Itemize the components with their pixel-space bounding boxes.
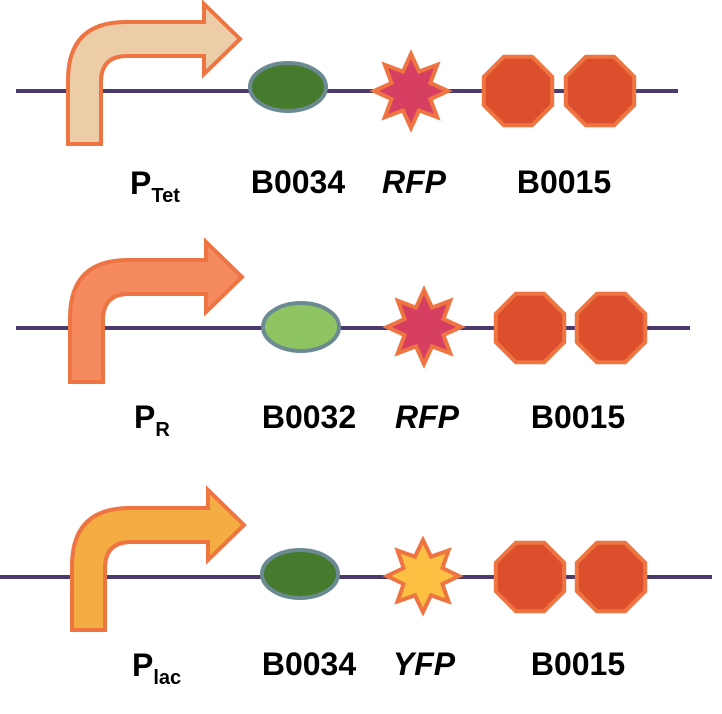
terminator-label: B0015 xyxy=(531,399,625,435)
construct-3: Plac B0034 YFP B0015 xyxy=(0,485,712,689)
gene-star xyxy=(382,535,464,617)
terminator-octagon-1 xyxy=(481,54,555,128)
rbs-ellipse xyxy=(260,548,340,600)
promoter-arrow xyxy=(70,485,247,632)
gene-label: YFP xyxy=(393,646,456,682)
terminator-octagon-2 xyxy=(574,291,648,365)
terminator-label: B0015 xyxy=(531,646,625,682)
promoter-label: PR xyxy=(134,399,170,441)
terminator-octagon-2 xyxy=(574,540,648,614)
construct-2: PR B0032 RFP B0015 xyxy=(16,237,690,441)
terminator-octagon-1 xyxy=(493,291,567,365)
rbs-label: B0032 xyxy=(262,399,356,435)
terminator-label: B0015 xyxy=(517,164,611,200)
terminator-octagon-1 xyxy=(493,540,567,614)
rbs-label: B0034 xyxy=(262,646,357,682)
gene-label: RFP xyxy=(382,164,447,200)
gene-label: RFP xyxy=(395,399,460,435)
promoter-label: PTet xyxy=(130,165,180,207)
gene-star xyxy=(369,49,453,133)
terminator-octagon-2 xyxy=(563,54,637,128)
promoter-arrow xyxy=(68,237,245,384)
gene-star xyxy=(382,285,466,369)
promoter-label: Plac xyxy=(132,647,181,689)
construct-1: PTet B0034 RFP B0015 xyxy=(16,0,678,207)
rbs-label: B0034 xyxy=(251,164,346,200)
promoter-arrow xyxy=(66,0,243,146)
rbs-ellipse xyxy=(261,301,341,353)
rbs-ellipse xyxy=(248,61,328,113)
